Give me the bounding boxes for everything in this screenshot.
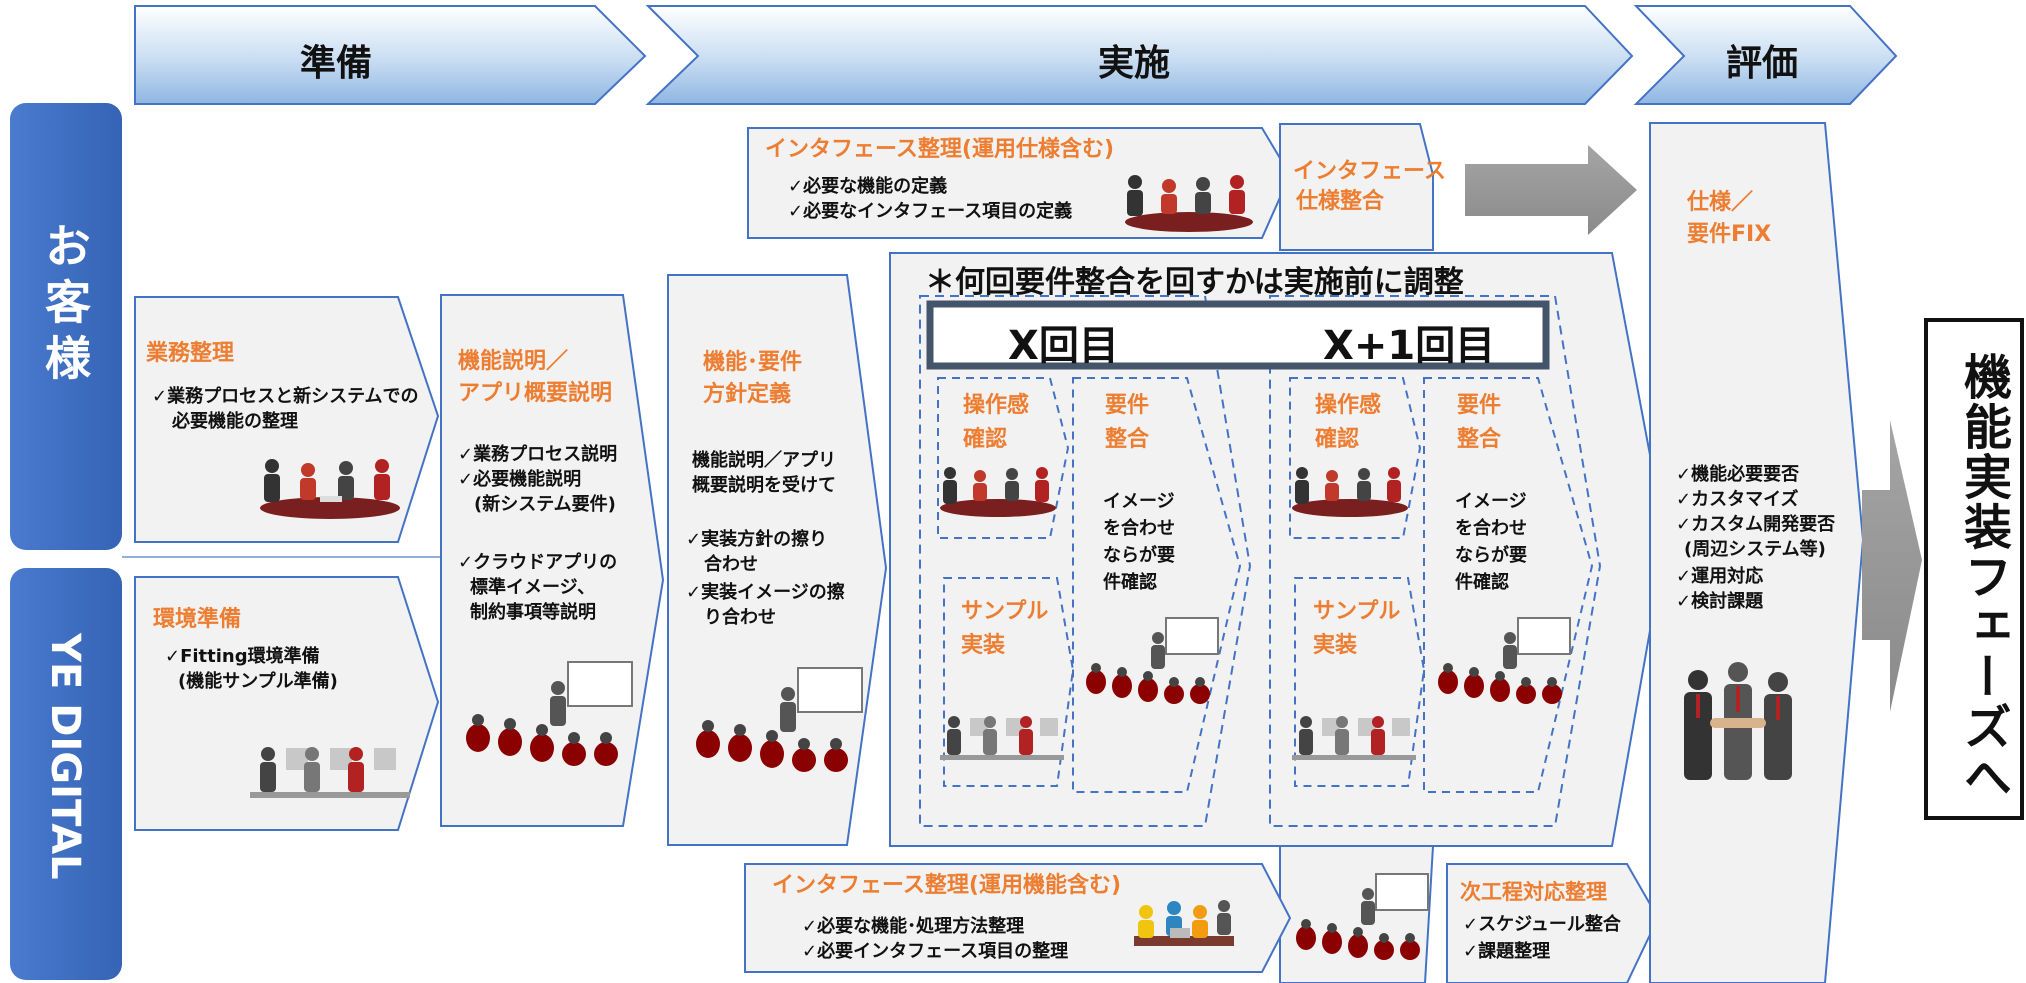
round-2-req-text-2: を合わせ (1455, 518, 1527, 539)
env-item-2: (機能サンプル準備) (178, 671, 338, 692)
phase-chevron-prep (134, 5, 647, 105)
round-1-op-2: 確認 (963, 427, 1008, 452)
policy-title-1: 機能･要件 (703, 350, 803, 375)
side-label-customer: お客様 (38, 222, 92, 390)
presentation-icon (466, 661, 633, 766)
box-final (1924, 318, 2024, 820)
round-2-req-text-1: イメージ (1455, 491, 1527, 512)
round-1-sample-2: 実装 (961, 633, 1006, 658)
meeting-icon (260, 459, 400, 519)
explain-item-4: ✓クラウドアプリの (458, 552, 618, 573)
phase-chevron-eval (1633, 5, 1898, 105)
if-top-item-2: ✓必要なインタフェース項目の定義 (788, 201, 1073, 222)
side-bar-vendor (10, 568, 122, 980)
policy-lead-1: 機能説明／アプリ (692, 450, 836, 471)
arrow-final (1862, 420, 1922, 712)
explain-item-5: 標準イメージ、 (470, 577, 596, 598)
desk-workers-icon (940, 716, 1064, 760)
round-1-req-text-2: を合わせ (1103, 518, 1175, 539)
next-item-2: ✓課題整理 (1463, 941, 1551, 962)
business-item-1: ✓業務プロセスと新システムでの (152, 386, 419, 407)
arrow-to-fix (1465, 145, 1637, 235)
if-bottom-item-2: ✓必要インタフェース項目の整理 (802, 941, 1069, 962)
eval-fix-1: 仕様／ (1687, 190, 1754, 215)
round-2-req-text-4: 件確認 (1455, 572, 1509, 593)
handshake-icon (1684, 662, 1792, 780)
if-top-title: インタフェース整理(運用仕様含む) (765, 137, 1115, 162)
presentation-icon (696, 667, 863, 772)
final-label: 機能実装フェーズへ (1955, 352, 2011, 802)
explain-item-2: ✓必要機能説明 (458, 469, 582, 490)
phase-chevron-exec (645, 5, 1634, 105)
policy-item-1: ✓実装方針の擦り (686, 529, 828, 550)
round-1-label: X回目 (1008, 323, 1119, 369)
explain-title-1: 機能説明／ (458, 349, 569, 374)
phase-label-prep: 準備 (300, 43, 373, 84)
business-item-2: 必要機能の整理 (172, 411, 298, 432)
round-2-sample-1: サンプル (1313, 599, 1401, 624)
eval-item-5: ✓運用対応 (1676, 566, 1764, 587)
box-if-top (747, 127, 1292, 239)
round-1-req-text-1: イメージ (1103, 491, 1175, 512)
eval-item-3: ✓カスタム開発要否 (1676, 514, 1836, 535)
eval-item-1: ✓機能必要要否 (1676, 464, 1800, 485)
explain-title-2: アプリ概要説明 (458, 381, 613, 406)
meeting-icon (1292, 467, 1408, 517)
eval-item-4: (周辺システム等) (1684, 539, 1826, 560)
policy-item-2: 合わせ (704, 554, 758, 575)
business-title: 業務整理 (146, 341, 235, 366)
if-bottom-title: インタフェース整理(運用機能含む) (772, 873, 1122, 898)
round-2-req-text-3: ならが要 (1455, 545, 1527, 566)
explain-item-6: 制約事項等説明 (470, 602, 596, 623)
box-if-align (1279, 123, 1434, 251)
explain-item-3: (新システム要件) (474, 494, 616, 515)
phase-label-exec: 実施 (1098, 43, 1171, 84)
round-2-label: X+1回目 (1323, 323, 1496, 369)
explain-item-1: ✓業務プロセス説明 (458, 444, 618, 465)
phase-label-eval: 評価 (1726, 43, 1799, 84)
side-bar-customer (10, 103, 122, 550)
env-item-1: ✓Fitting環境準備 (165, 646, 320, 667)
presentation-icon (1296, 873, 1429, 960)
round-header-bar (926, 300, 1550, 370)
desk-workers-icon (1292, 716, 1416, 760)
if-align-2: 仕様整合 (1296, 189, 1385, 214)
round-2-op-1: 操作感 (1315, 393, 1382, 418)
desk-workers-icon (250, 747, 410, 798)
next-title: 次工程対応整理 (1460, 880, 1607, 904)
round-1-op-1: 操作感 (963, 393, 1030, 418)
round-1-req-2: 整合 (1105, 427, 1150, 452)
round-1-req-text-3: ならが要 (1103, 545, 1175, 566)
round-2-req-1: 要件 (1457, 393, 1502, 418)
meeting-icon (940, 467, 1056, 517)
if-top-item-1: ✓必要な機能の定義 (788, 176, 948, 197)
presentation-icon (1086, 617, 1219, 704)
if-bottom-item-1: ✓必要な機能･処理方法整理 (802, 916, 1025, 937)
eval-item-2: ✓カスタマイズ (1676, 489, 1799, 510)
if-align-1: インタフェース (1293, 159, 1446, 184)
box-next (1446, 863, 1660, 983)
policy-item-3: ✓実装イメージの擦 (686, 582, 845, 603)
box-business (134, 296, 440, 543)
iteration-note: ＊何回要件整合を回すかは実施前に調整 (925, 265, 1464, 300)
round-2-req-2: 整合 (1457, 427, 1502, 452)
round-1-sample-1: サンプル (961, 599, 1049, 624)
meeting-icon (1125, 175, 1253, 232)
round-1-req-text-4: 件確認 (1103, 572, 1157, 593)
round-1-req-1: 要件 (1105, 393, 1150, 418)
env-title: 環境準備 (153, 607, 242, 632)
round-2-op-2: 確認 (1315, 427, 1360, 452)
policy-title-2: 方針定義 (703, 382, 792, 407)
eval-item-6: ✓検討課題 (1676, 591, 1764, 612)
policy-lead-2: 概要説明を受けて (692, 475, 836, 496)
round-2-sample-2: 実装 (1313, 633, 1358, 658)
next-item-1: ✓スケジュール整合 (1463, 914, 1621, 935)
eval-fix-2: 要件FIX (1687, 222, 1772, 247)
side-label-vendor: YE DIGITAL (42, 633, 88, 880)
presentation-icon (1438, 617, 1571, 704)
team-work-icon (1134, 900, 1234, 946)
policy-item-4: り合わせ (704, 607, 776, 628)
